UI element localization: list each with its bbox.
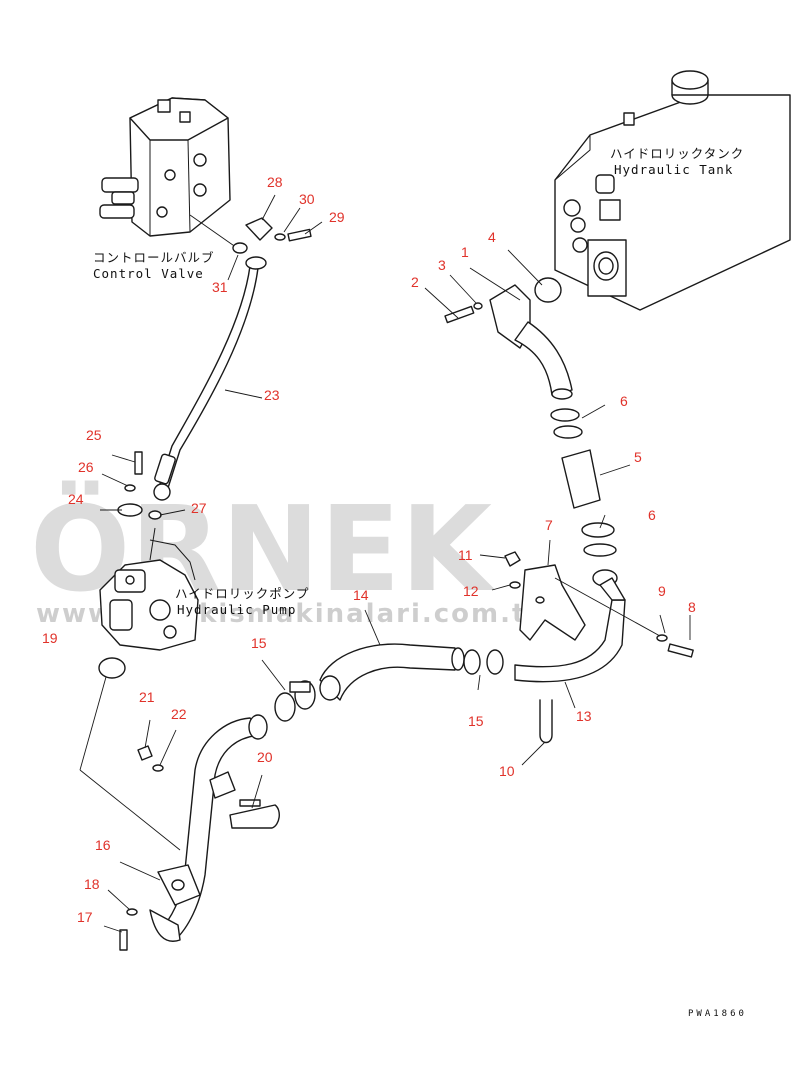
callout-27[interactable]: 27: [191, 500, 207, 516]
fittings-right: [504, 551, 694, 744]
callout-15-left[interactable]: 15: [251, 635, 267, 651]
part-labels: コントロールバルブ Control Valve ハイドロリックタンク Hydra…: [93, 146, 747, 1019]
hydraulic-tank-label-jp: ハイドロリックタンク: [610, 146, 744, 161]
tank-outlet-assembly: [444, 277, 617, 557]
callout-21[interactable]: 21: [139, 689, 155, 705]
callout-2[interactable]: 2: [411, 274, 419, 290]
hose-14: [319, 643, 465, 701]
callout-11[interactable]: 11: [458, 547, 473, 563]
tube-13: [514, 564, 626, 683]
callout-3[interactable]: 3: [438, 257, 446, 273]
hose-23: [153, 256, 267, 501]
callout-25[interactable]: 25: [86, 427, 102, 443]
callout-8[interactable]: 8: [688, 599, 696, 615]
callouts: 1 2 3 4 5 6 6 7 8 9 10 11 12 13 14 15 15…: [42, 174, 696, 925]
hydraulic-tank-label-en: Hydraulic Tank: [614, 162, 733, 177]
callout-10[interactable]: 10: [499, 763, 515, 779]
callout-13[interactable]: 13: [576, 708, 592, 724]
callout-9[interactable]: 9: [658, 583, 666, 599]
callout-24[interactable]: 24: [68, 491, 84, 507]
callout-19[interactable]: 19: [42, 630, 58, 646]
callout-18[interactable]: 18: [84, 876, 100, 892]
callout-4[interactable]: 4: [488, 229, 496, 245]
callout-14[interactable]: 14: [353, 587, 369, 603]
callout-23[interactable]: 23: [264, 387, 280, 403]
clamps-15: [274, 649, 504, 722]
hydraulic-pump: [99, 527, 199, 651]
leader-lines: [79, 194, 691, 933]
callout-22[interactable]: 22: [171, 706, 187, 722]
drawing-code: PWA1860: [688, 1009, 747, 1019]
tube-16: [149, 714, 268, 942]
callout-5[interactable]: 5: [634, 449, 642, 465]
control-valve-label-jp: コントロールバルブ: [93, 250, 215, 265]
control-valve-label-en: Control Valve: [93, 266, 204, 281]
callout-31[interactable]: 31: [212, 279, 228, 295]
callout-26[interactable]: 26: [78, 459, 94, 475]
callout-28[interactable]: 28: [267, 174, 283, 190]
fittings-lower-left: [98, 657, 280, 951]
hydraulic-tank: [554, 70, 791, 311]
callout-12[interactable]: 12: [463, 583, 479, 599]
fittings-top-left: [117, 217, 312, 520]
callout-16[interactable]: 16: [95, 837, 111, 853]
callout-7[interactable]: 7: [545, 517, 553, 533]
callout-17[interactable]: 17: [77, 909, 93, 925]
hydraulic-pump-label-jp: ハイドロリックポンプ: [175, 586, 309, 601]
control-valve: [99, 97, 241, 251]
callout-6-lower[interactable]: 6: [648, 507, 656, 523]
callout-30[interactable]: 30: [299, 191, 315, 207]
callout-6-upper[interactable]: 6: [620, 393, 628, 409]
callout-15-right[interactable]: 15: [468, 713, 484, 729]
callout-1[interactable]: 1: [461, 244, 469, 260]
hydraulic-pump-label-en: Hydraulic Pump: [177, 602, 296, 617]
callout-29[interactable]: 29: [329, 209, 345, 225]
callout-20[interactable]: 20: [257, 749, 273, 765]
